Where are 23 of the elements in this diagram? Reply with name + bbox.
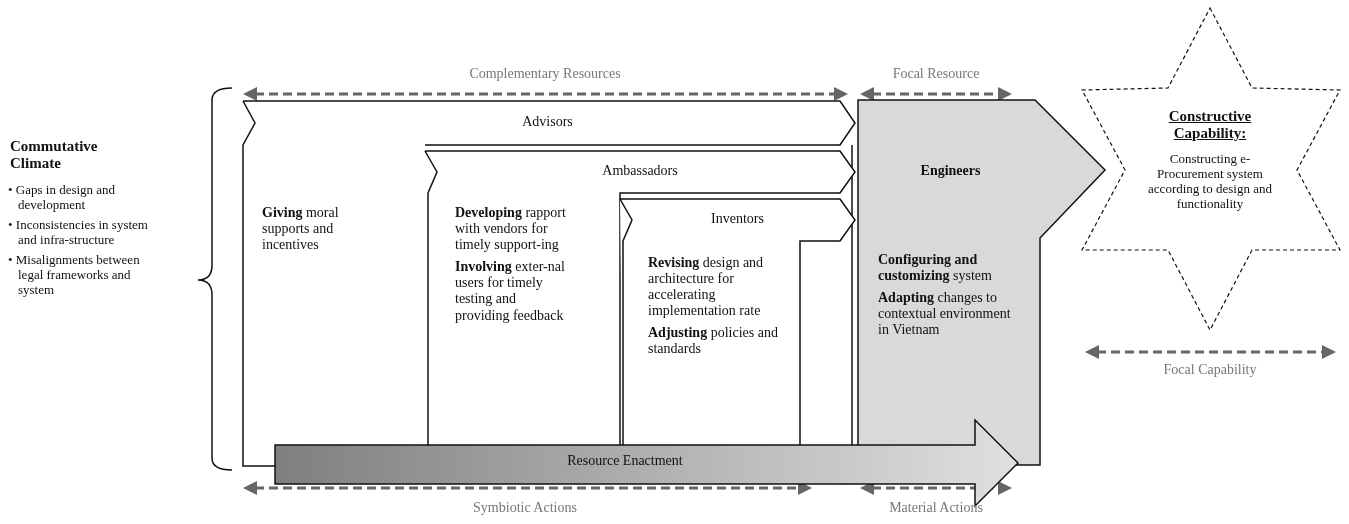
range-label: Focal Capability (1163, 362, 1257, 378)
bullet-item: • Misalignments between legal frameworks and system (8, 252, 141, 298)
action-description: Developing rapport with vendors for timely support-ing (455, 205, 567, 254)
action-description: Revising design and architecture for accelerating implementation rate (648, 255, 765, 320)
role-title: Inventors (710, 211, 765, 228)
range-label: Focal Resource (892, 66, 980, 82)
action-description: Adapting changes to contextual environment in Vietnam (878, 290, 1012, 339)
action-description: Adjusting policies and standards (648, 325, 779, 358)
range-label: Complementary Resources (469, 66, 621, 82)
range-label: Material Actions (889, 500, 983, 516)
role-title: Engineers (919, 163, 982, 180)
climate-heading: Commutative Climate (10, 138, 99, 173)
action-description: Involving exter-nal users for timely testing and providing feedback (455, 259, 566, 324)
action-description: Giving moral supports and incentives (262, 205, 340, 254)
role-title: Resource Enactment (566, 453, 684, 470)
bullet-item: • Inconsistencies in system and infra-structure (8, 217, 149, 248)
action-description: Configuring and customizing system (878, 252, 993, 285)
range-label: Symbiotic Actions (473, 500, 577, 516)
role-title: Ambassadors (601, 163, 679, 180)
capability-description: Constructing e-Procurement system according to design and functionality (1147, 152, 1273, 212)
role-title: Advisors (521, 114, 574, 131)
bullet-item: • Gaps in design and development (8, 183, 117, 213)
role-title: Constructive Capability: (1167, 108, 1253, 143)
